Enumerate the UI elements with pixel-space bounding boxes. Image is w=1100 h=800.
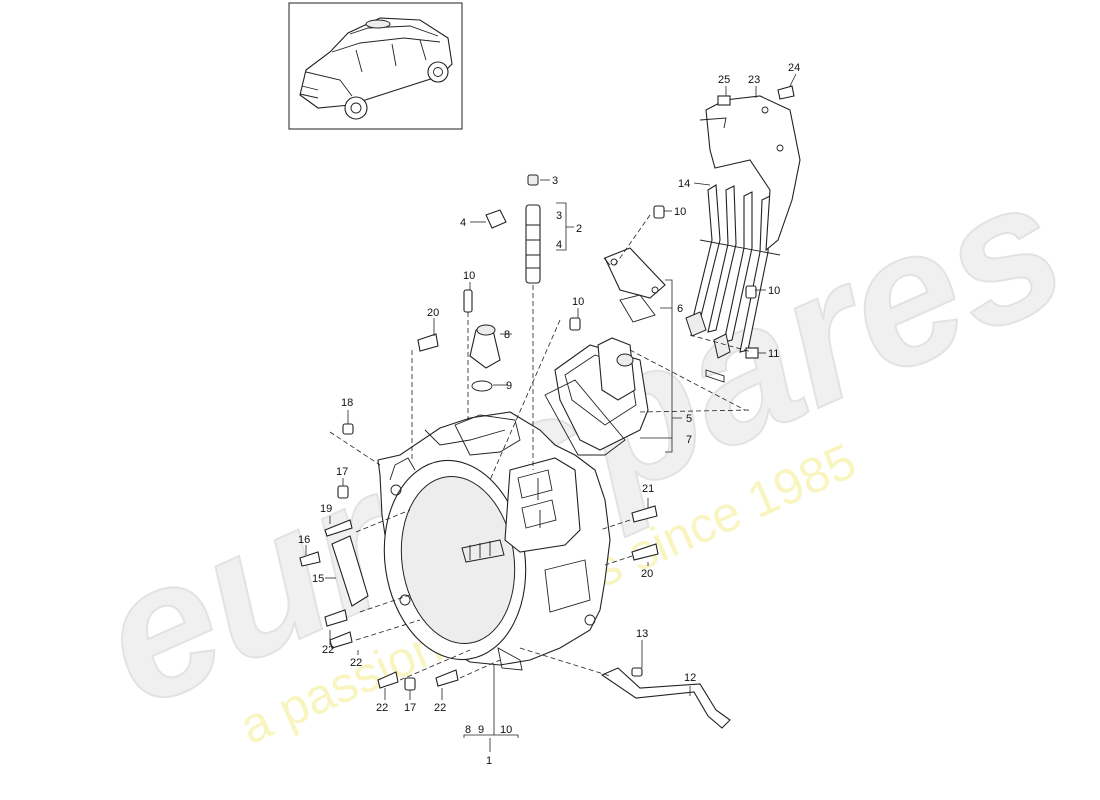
callout-14[interactable]: 14 bbox=[678, 178, 690, 190]
callout-20[interactable]: 20 bbox=[641, 568, 653, 580]
callout-9[interactable]: 9 bbox=[478, 724, 484, 736]
callout-11[interactable]: 11 bbox=[768, 348, 779, 360]
callout-5[interactable]: 5 bbox=[686, 413, 692, 425]
callout-20[interactable]: 20 bbox=[427, 307, 439, 319]
callout-12[interactable]: 12 bbox=[684, 672, 696, 684]
bracket bbox=[699, 95, 801, 252]
callout-9[interactable]: 9 bbox=[506, 380, 512, 392]
motor-housing bbox=[377, 411, 611, 671]
callout-8[interactable]: 8 bbox=[504, 329, 510, 341]
fitting-8 bbox=[463, 289, 501, 392]
callout-17[interactable]: 17 bbox=[404, 702, 416, 714]
callout-10[interactable]: 10 bbox=[572, 296, 584, 308]
callout-15[interactable]: 15 bbox=[312, 573, 324, 585]
leader-lines bbox=[305, 73, 797, 752]
callout-7[interactable]: 7 bbox=[686, 434, 692, 446]
vehicle-thumbnail bbox=[288, 2, 463, 130]
cover-assembly bbox=[544, 247, 666, 456]
callout-labels: 3 4 3 2 4 10 10 8 9 10 6 5 7 20 18 17 19… bbox=[298, 62, 800, 767]
callout-24[interactable]: 24 bbox=[788, 62, 800, 74]
callout-10[interactable]: 10 bbox=[768, 285, 780, 297]
callout-1[interactable]: 1 bbox=[486, 755, 492, 767]
callout-22[interactable]: 22 bbox=[350, 657, 362, 669]
callout-10[interactable]: 10 bbox=[674, 206, 686, 218]
callout-8[interactable]: 8 bbox=[465, 724, 471, 736]
callout-13[interactable]: 13 bbox=[636, 628, 648, 640]
callout-22[interactable]: 22 bbox=[434, 702, 446, 714]
callout-23[interactable]: 23 bbox=[748, 74, 760, 86]
callout-10[interactable]: 10 bbox=[463, 270, 475, 282]
fasteners bbox=[299, 85, 795, 729]
callout-19[interactable]: 19 bbox=[320, 503, 332, 515]
sensor-assembly bbox=[485, 174, 541, 284]
car-icon bbox=[299, 17, 453, 120]
callout-4[interactable]: 4 bbox=[556, 239, 562, 251]
dashed-guides bbox=[329, 214, 753, 681]
cable-bundle bbox=[685, 184, 781, 383]
callout-2[interactable]: 2 bbox=[576, 223, 582, 235]
callout-3[interactable]: 3 bbox=[556, 210, 562, 222]
callout-10[interactable]: 10 bbox=[500, 724, 512, 736]
callout-21[interactable]: 21 bbox=[642, 483, 654, 495]
callout-17[interactable]: 17 bbox=[336, 466, 348, 478]
callout-25[interactable]: 25 bbox=[718, 74, 730, 86]
callout-18[interactable]: 18 bbox=[341, 397, 353, 409]
callout-3[interactable]: 3 bbox=[552, 175, 558, 187]
callout-6[interactable]: 6 bbox=[677, 303, 683, 315]
callout-16[interactable]: 16 bbox=[298, 534, 310, 546]
callout-22[interactable]: 22 bbox=[322, 644, 334, 656]
callout-4[interactable]: 4 bbox=[460, 217, 466, 229]
callout-22[interactable]: 22 bbox=[376, 702, 388, 714]
